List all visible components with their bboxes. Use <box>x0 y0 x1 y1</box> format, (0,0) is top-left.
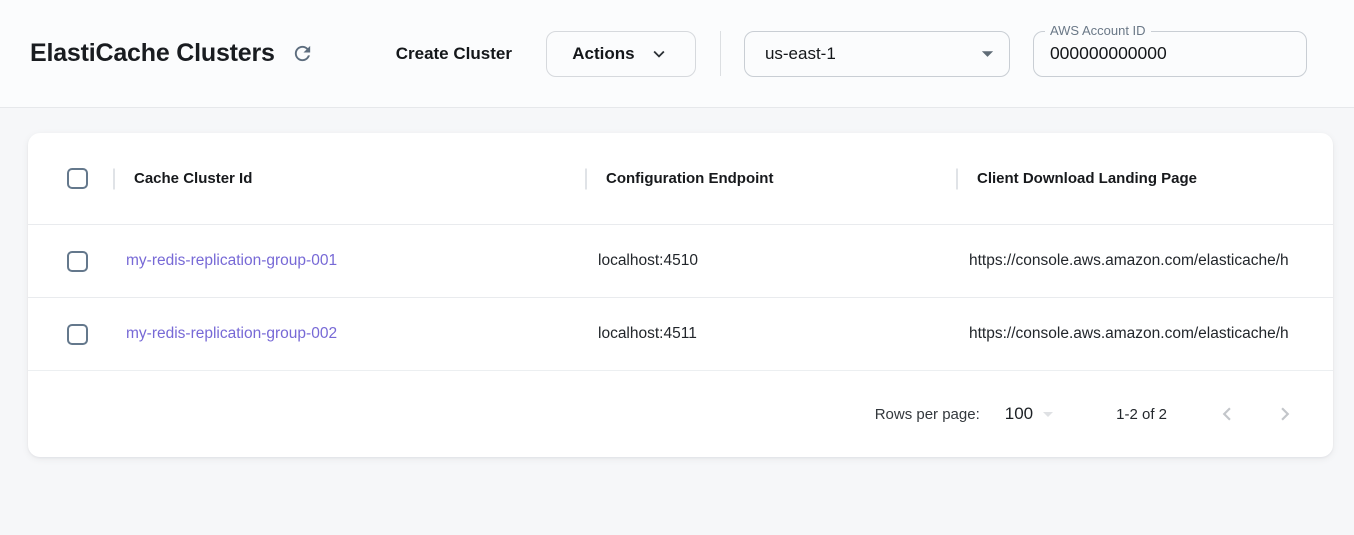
next-page-button[interactable] <box>1265 394 1305 434</box>
table-row: my-redis-replication-group-001 localhost… <box>28 224 1333 297</box>
table-header-row: Cache Cluster Id Configuration Endpoint … <box>28 133 1333 224</box>
account-id-label: AWS Account ID <box>1045 23 1151 38</box>
create-cluster-button[interactable]: Create Cluster <box>396 44 512 64</box>
previous-page-button[interactable] <box>1207 394 1247 434</box>
landing-page-cell: https://console.aws.amazon.com/elasticac… <box>956 252 1333 270</box>
rows-per-page-value: 100 <box>1005 404 1033 424</box>
row-checkbox-cell <box>28 251 113 272</box>
account-id-input[interactable] <box>1034 32 1306 76</box>
pagination-bar: Rows per page: 100 1-2 of 2 <box>28 370 1333 457</box>
select-all-checkbox[interactable] <box>67 168 88 189</box>
region-select-value: us-east-1 <box>765 44 836 64</box>
chevron-right-icon <box>1272 401 1298 427</box>
arrow-drop-down-icon <box>974 40 1001 67</box>
cluster-id-link[interactable]: my-redis-replication-group-001 <box>113 252 585 270</box>
select-all-cell <box>28 168 113 189</box>
actions-button[interactable]: Actions <box>546 31 696 77</box>
account-id-field: AWS Account ID <box>1033 31 1307 77</box>
page-title: ElastiCache Clusters <box>30 39 275 68</box>
topbar: ElastiCache Clusters Create Cluster Acti… <box>0 0 1354 108</box>
main-content: Cache Cluster Id Configuration Endpoint … <box>0 133 1354 457</box>
row-checkbox[interactable] <box>67 251 88 272</box>
column-header-client-download-landing-page[interactable]: Client Download Landing Page <box>956 133 1333 224</box>
column-header-cache-cluster-id[interactable]: Cache Cluster Id <box>113 133 585 224</box>
toolbar-divider <box>720 31 721 76</box>
landing-page-cell: https://console.aws.amazon.com/elasticac… <box>956 325 1333 343</box>
rows-per-page-label: Rows per page: <box>875 406 980 423</box>
configuration-endpoint-cell: localhost:4511 <box>585 325 956 343</box>
pagination-range: 1-2 of 2 <box>1116 406 1167 423</box>
arrow-drop-down-icon <box>1036 402 1060 426</box>
table-row: my-redis-replication-group-002 localhost… <box>28 297 1333 370</box>
rows-per-page-select[interactable]: 100 <box>1005 402 1060 426</box>
chevron-left-icon <box>1214 401 1240 427</box>
cluster-id-link[interactable]: my-redis-replication-group-002 <box>113 325 585 343</box>
configuration-endpoint-cell: localhost:4510 <box>585 252 956 270</box>
clusters-table-card: Cache Cluster Id Configuration Endpoint … <box>28 133 1333 457</box>
column-header-configuration-endpoint[interactable]: Configuration Endpoint <box>585 133 956 224</box>
actions-button-label: Actions <box>572 44 634 64</box>
chevron-down-icon <box>648 43 670 65</box>
region-select[interactable]: us-east-1 <box>744 31 1010 77</box>
refresh-icon <box>291 42 314 65</box>
row-checkbox[interactable] <box>67 324 88 345</box>
refresh-button[interactable] <box>287 38 318 69</box>
pagination-nav <box>1207 394 1305 434</box>
row-checkbox-cell <box>28 324 113 345</box>
